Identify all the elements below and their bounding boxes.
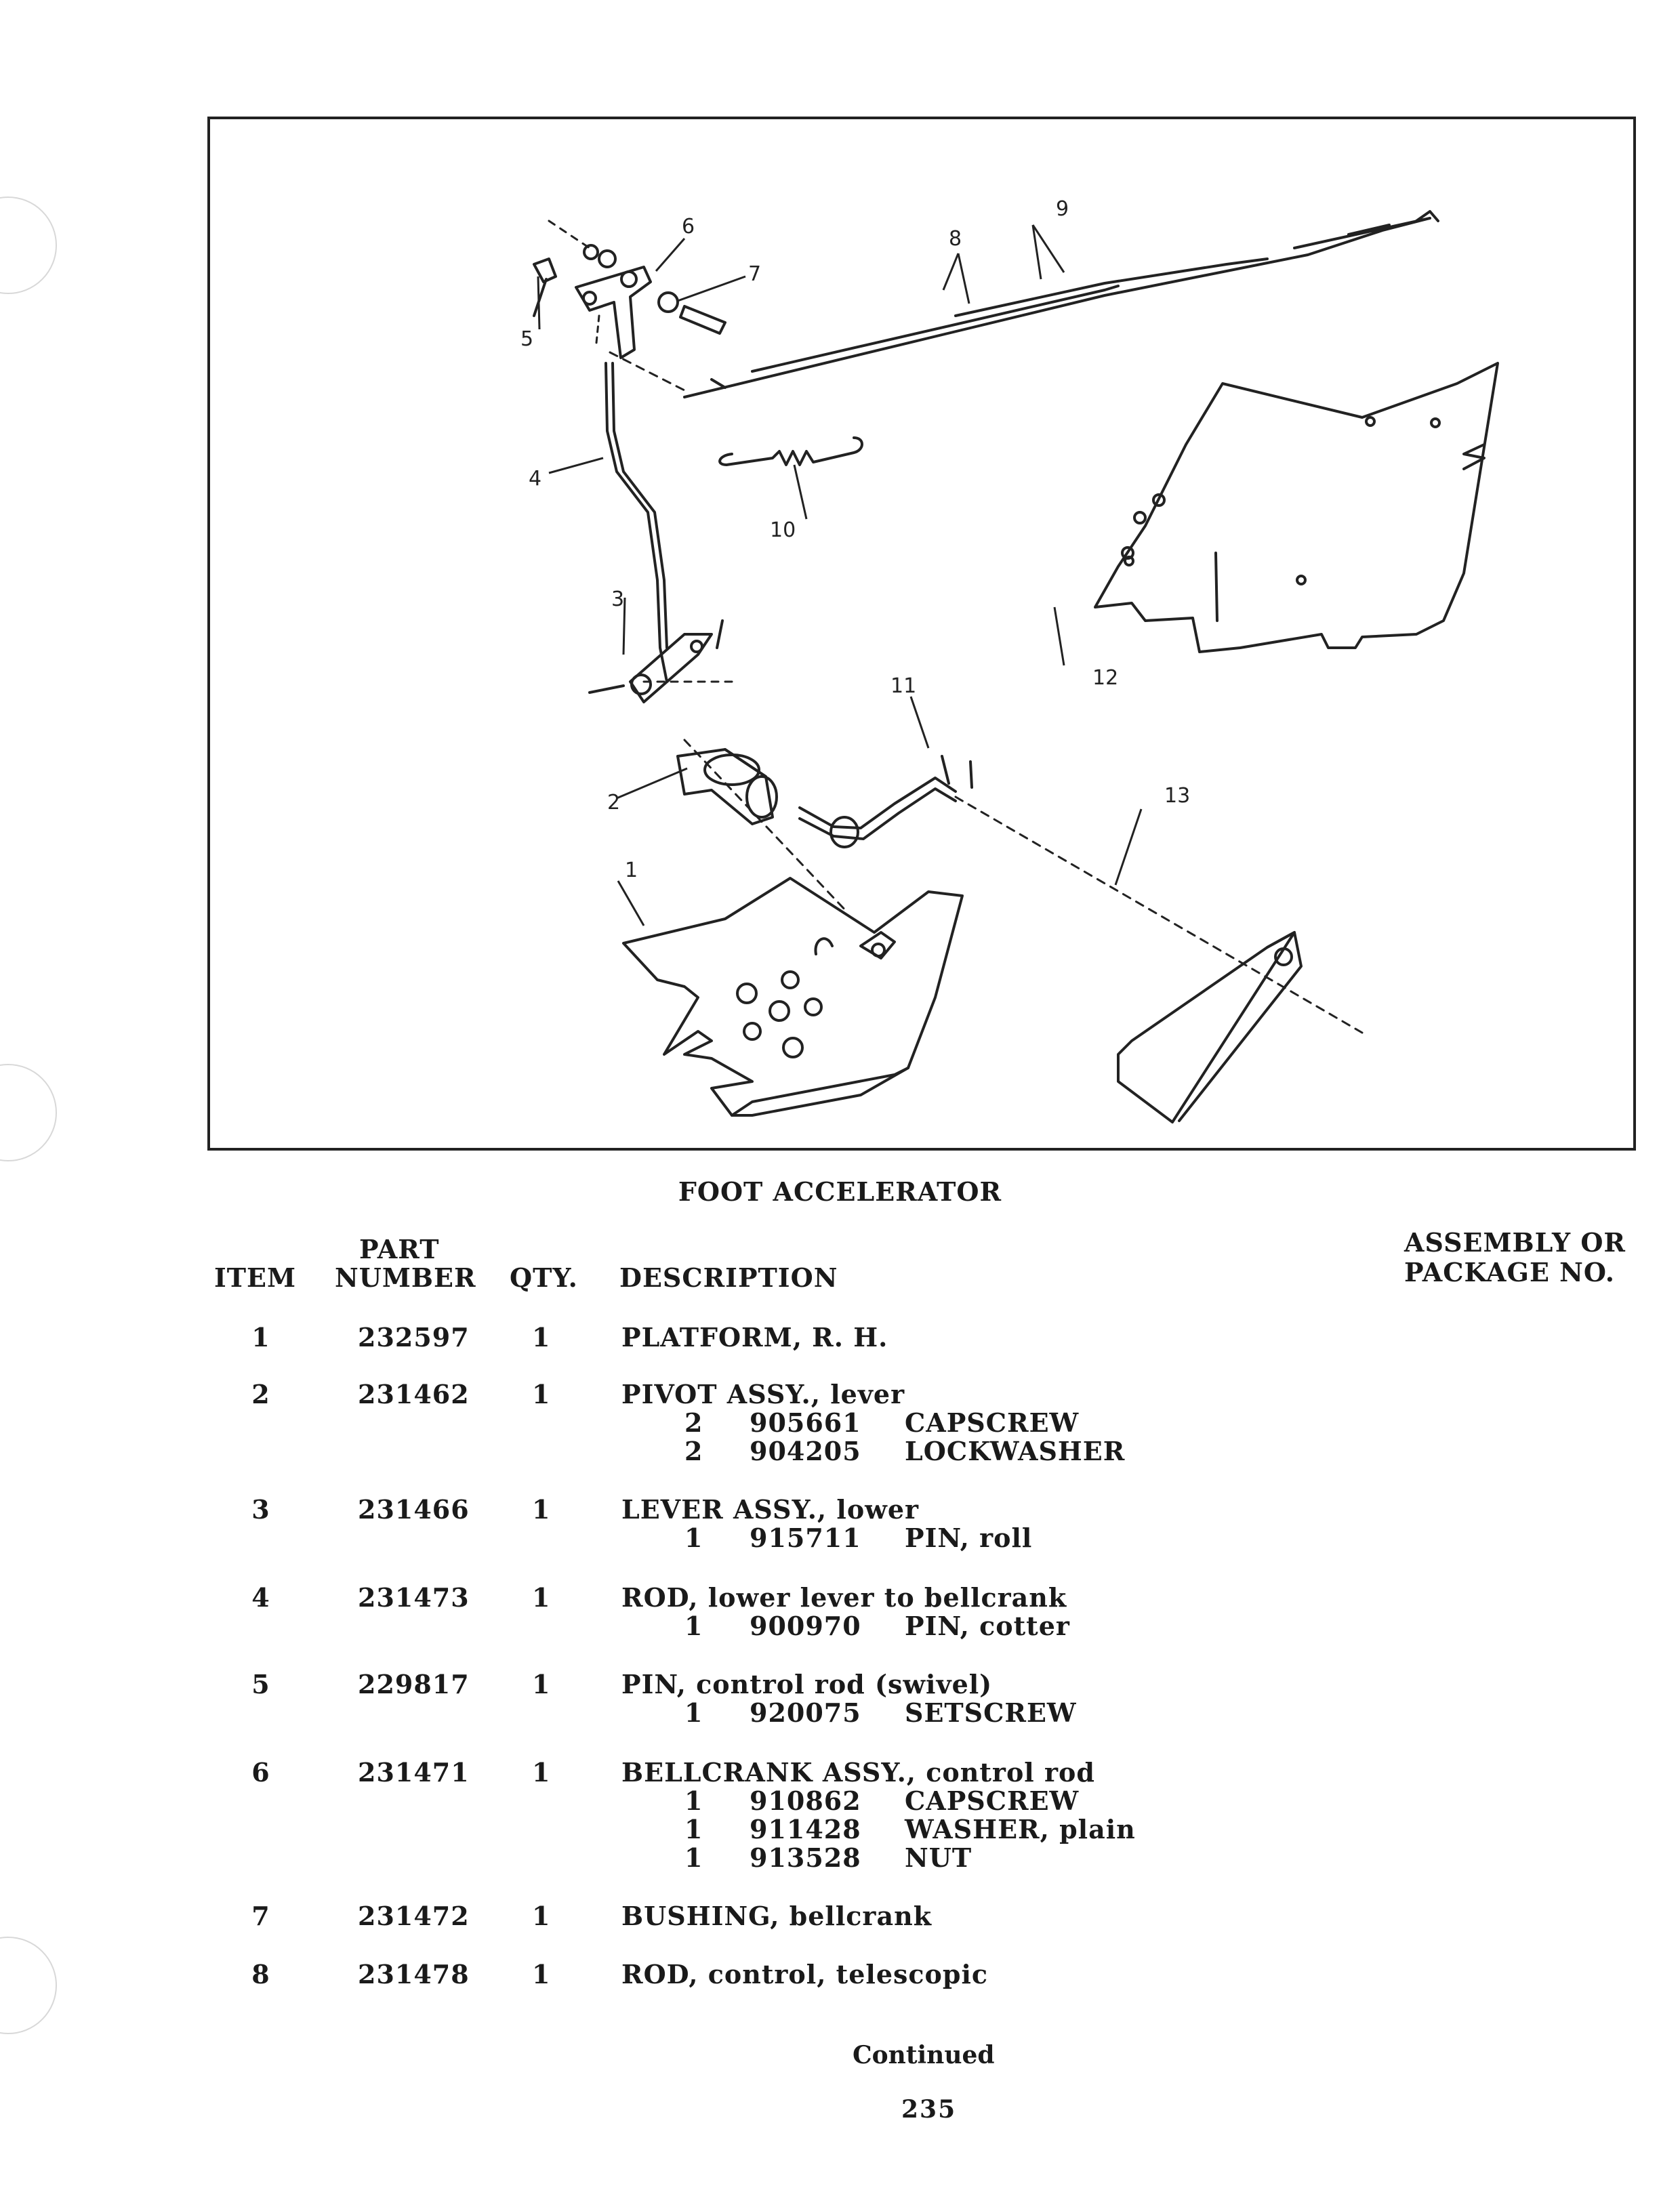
quantity: 1: [532, 1379, 551, 1409]
callout-9: 9: [1056, 197, 1069, 221]
header-qty: QTY.: [510, 1262, 578, 1293]
side-panel-part: [1094, 362, 1499, 653]
callout-6: 6: [682, 215, 695, 239]
capscrew-part-5: [533, 257, 557, 283]
callout-3: 3: [611, 587, 625, 611]
sub-part-number: 905661: [750, 1407, 861, 1438]
sub-part-number: 900970: [750, 1611, 861, 1641]
callout-8: 8: [949, 227, 962, 251]
foot-accelerator-illustration: [533, 210, 1499, 1123]
sub-description: CAPSCREW: [905, 1786, 1080, 1816]
description: PLATFORM, R. H.: [621, 1322, 888, 1353]
sub-description: CAPSCREW: [905, 1407, 1080, 1438]
binder-hole-top: [0, 197, 57, 294]
sub-quantity: 1: [684, 1814, 703, 1844]
header-part-line1: PART: [359, 1234, 440, 1264]
callout-13: 13: [1164, 784, 1191, 808]
description: LEVER ASSY., lower: [621, 1494, 920, 1525]
control-rod-part: [683, 217, 1431, 398]
sub-part-number: 915711: [750, 1523, 861, 1553]
header-part-line2: NUMBER: [335, 1262, 476, 1293]
sub-part-number: 920075: [750, 1697, 861, 1728]
part-number: 231473: [358, 1582, 470, 1613]
page-number: 235: [901, 2095, 957, 2124]
quantity: 1: [532, 1669, 551, 1699]
part-number: 231462: [358, 1379, 470, 1409]
callout-10: 10: [770, 518, 796, 542]
sub-description: SETSCREW: [905, 1697, 1077, 1728]
callout-11: 11: [890, 674, 917, 698]
sub-part-number: 910862: [750, 1786, 861, 1816]
part-number: 231472: [358, 1901, 470, 1931]
nut-part: [583, 244, 599, 260]
callout-1: 1: [625, 859, 638, 882]
sub-part-number: 913528: [750, 1842, 861, 1873]
sub-description: LOCKWASHER: [905, 1436, 1126, 1466]
quantity: 1: [532, 1582, 551, 1613]
quantity: 1: [532, 1901, 551, 1931]
sub-description: NUT: [905, 1842, 972, 1873]
callout-2: 2: [607, 791, 621, 814]
sub-description: PIN, cotter: [905, 1611, 1070, 1641]
item-number: 2: [251, 1379, 270, 1409]
continued-label: Continued: [853, 2041, 995, 2069]
description: PIVOT ASSY., lever: [621, 1379, 905, 1409]
part-number: 231478: [358, 1959, 470, 1989]
bellcrank-part: [575, 266, 652, 359]
description: ROD, control, telescopic: [621, 1959, 989, 1989]
sub-quantity: 1: [684, 1523, 703, 1553]
item-number: 3: [251, 1494, 270, 1525]
accelerator-pedal-part: [1117, 931, 1296, 1123]
header-item: ITEM: [214, 1262, 297, 1293]
bushing-part-7: [657, 291, 679, 313]
sub-part-number: 911428: [750, 1814, 861, 1844]
item-number: 4: [251, 1582, 270, 1613]
pivot-assembly-part: [676, 748, 774, 825]
sub-quantity: 1: [684, 1611, 703, 1641]
item-number: 8: [251, 1959, 270, 1989]
header-assembly-line2: PACKAGE NO.: [1404, 1257, 1615, 1287]
description: BUSHING, bellcrank: [621, 1901, 933, 1931]
header-assembly-line1: ASSEMBLY OR: [1404, 1227, 1626, 1258]
callout-5: 5: [520, 327, 534, 351]
quantity: 1: [532, 1494, 551, 1525]
item-number: 6: [251, 1757, 270, 1788]
sub-description: PIN, roll: [905, 1523, 1033, 1553]
quantity: 1: [532, 1959, 551, 1989]
spring-part: [718, 436, 863, 466]
binder-hole-bottom: [0, 1937, 57, 2034]
callout-7: 7: [748, 262, 762, 286]
washer-part: [598, 249, 617, 268]
item-number: 1: [251, 1322, 270, 1353]
exploded-parts-diagram: 1 2 3 4 5 6 7 8 9 10 11 12 13: [207, 117, 1636, 1151]
part-number: 231466: [358, 1494, 470, 1525]
description: BELLCRANK ASSY., control rod: [621, 1757, 1095, 1788]
part-number: 231471: [358, 1757, 470, 1788]
callout-4: 4: [529, 467, 542, 491]
header-description: DESCRIPTION: [619, 1262, 838, 1293]
sub-quantity: 2: [684, 1436, 703, 1466]
part-number: 229817: [358, 1669, 470, 1699]
quantity: 1: [532, 1757, 551, 1788]
description: PIN, control rod (swivel): [621, 1669, 993, 1699]
description: ROD, lower lever to bellcrank: [621, 1582, 1067, 1613]
callout-12: 12: [1092, 666, 1119, 690]
figure-caption: FOOT ACCELERATOR: [678, 1176, 1002, 1207]
lower-lever-part: [629, 633, 713, 703]
sub-quantity: 2: [684, 1407, 703, 1438]
sub-quantity: 1: [684, 1697, 703, 1728]
platform-hole: [736, 983, 758, 1004]
sub-description: WASHER, plain: [905, 1814, 1136, 1844]
sub-quantity: 1: [684, 1786, 703, 1816]
sub-quantity: 1: [684, 1842, 703, 1873]
platform-part: [622, 877, 964, 1117]
accelerator-shaft-part: [798, 777, 957, 829]
part-number: 232597: [358, 1322, 470, 1353]
quantity: 1: [532, 1322, 551, 1353]
sub-part-number: 904205: [750, 1436, 861, 1466]
rod-part-4: [605, 362, 668, 683]
binder-hole-middle: [0, 1064, 57, 1161]
item-number: 5: [251, 1669, 270, 1699]
item-number: 7: [251, 1901, 270, 1931]
